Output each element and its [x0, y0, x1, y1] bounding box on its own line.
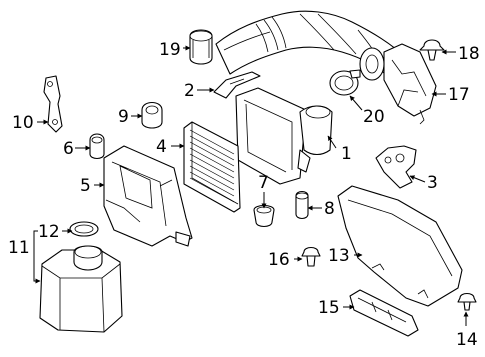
part-16-push-clip: [301, 246, 321, 267]
part-15-rail-bracket: [349, 289, 419, 337]
callout-4: 4: [156, 137, 167, 157]
part-4-air-filter: [183, 121, 241, 213]
callout-6: 6: [63, 139, 74, 159]
intake-duct-upper: [215, 10, 407, 81]
leader-lines: [33, 45, 469, 326]
callout-20: 20: [363, 107, 385, 127]
callout-15: 15: [318, 298, 340, 318]
callout-19: 19: [159, 40, 181, 60]
callout-13: 13: [328, 246, 350, 266]
part-3-bracket: [375, 145, 417, 189]
callout-8: 8: [324, 199, 335, 219]
part-10-bracket: [43, 75, 63, 133]
part-12-clip-ring: [69, 221, 99, 237]
callout-18: 18: [458, 44, 480, 64]
part-2-bracket: [213, 71, 261, 99]
part-13-deflector-panel: [337, 185, 463, 307]
part-8-tube: [295, 190, 309, 220]
callout-5: 5: [80, 176, 91, 196]
part-17-resonator: [359, 43, 437, 125]
callout-16: 16: [268, 250, 290, 270]
callout-7: 7: [258, 173, 269, 193]
part-9-grommet: [141, 101, 163, 129]
part-5-lower-case: [103, 145, 193, 247]
part-6-grommet: [89, 133, 105, 160]
callout-labels: 19 2 1 3 4 5 6 7 8 9 10 11 12 13 14 15 1…: [8, 40, 480, 350]
callout-10: 10: [12, 113, 34, 133]
callout-2: 2: [184, 81, 195, 101]
callout-1: 1: [341, 144, 352, 164]
part-14-push-clip: [457, 292, 477, 311]
callout-9: 9: [118, 107, 129, 127]
part-19-clamp: [189, 29, 213, 65]
callout-14: 14: [456, 330, 478, 350]
part-7-bushing: [253, 204, 275, 228]
callout-17: 17: [448, 85, 470, 105]
callout-12: 12: [38, 222, 60, 242]
part-11-resonator-tank: [39, 245, 123, 333]
part-1-upper-case: [235, 87, 333, 185]
callout-11: 11: [8, 238, 30, 258]
part-18-push-clip: [419, 39, 445, 61]
part-20-hose-clamp: [329, 69, 361, 96]
callout-3: 3: [427, 173, 438, 193]
